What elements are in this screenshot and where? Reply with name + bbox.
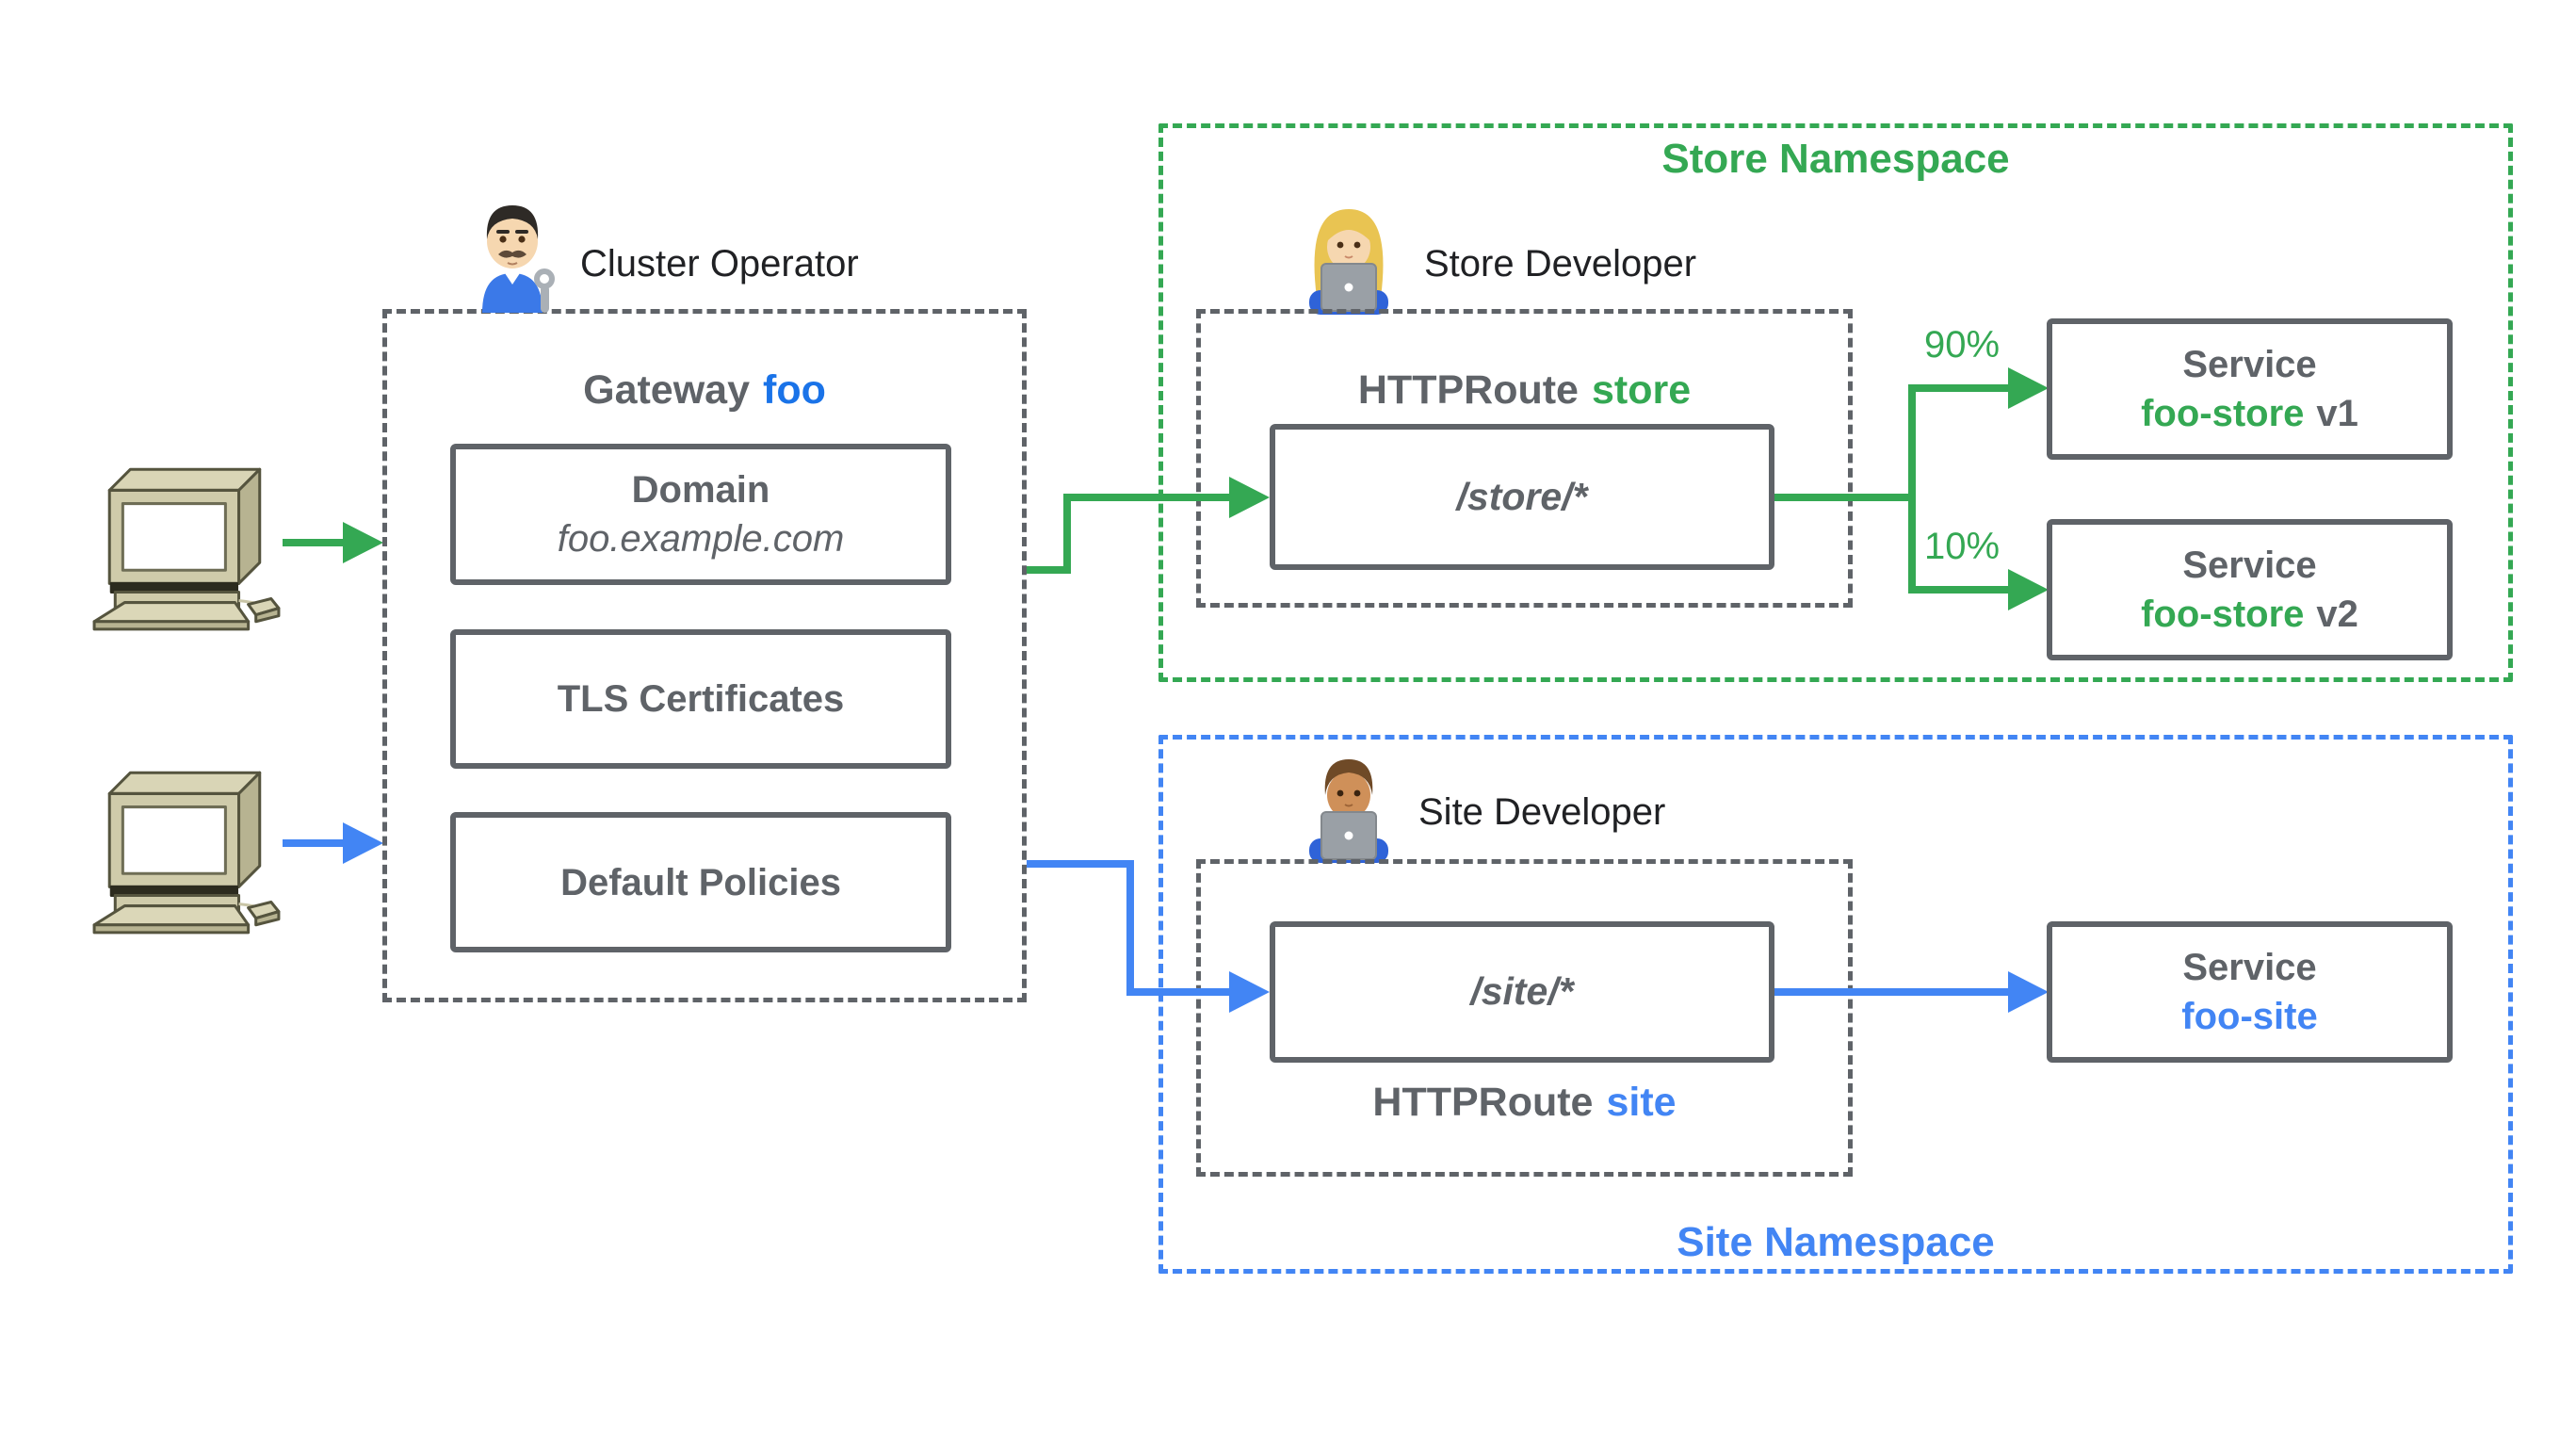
cluster-operator-label: Cluster Operator (580, 243, 859, 285)
service-foo-store-v1-box: Service foo-store v1 (2047, 318, 2453, 460)
gateway-dashed-box (382, 309, 1027, 1002)
service-version: v1 (2316, 393, 2358, 434)
arrow-head-blue (343, 822, 383, 864)
store-split-connector (1774, 494, 1916, 501)
site-namespace-box (1158, 735, 2513, 1274)
service-name: foo-store (2141, 594, 2305, 635)
store-path-box: /store/* (1270, 424, 1774, 570)
service-name-line: foo-store v2 (2141, 590, 2358, 639)
service-version: v2 (2316, 594, 2358, 635)
site-path-box: /site/* (1270, 921, 1774, 1063)
httproute-store-name: store (1591, 367, 1692, 413)
store-split-v2-connector (1908, 586, 2010, 594)
service-name: foo-store (2141, 393, 2305, 434)
weight-90-label: 90% (1923, 324, 2001, 366)
gateway-title-prefix: Gateway (583, 367, 750, 413)
store-developer-label: Store Developer (1424, 243, 1697, 285)
httproute-store-dashed-box (1196, 309, 1853, 608)
site-to-service-connector (1774, 988, 2012, 996)
site-path-label: /site/* (1470, 969, 1574, 1014)
service-name: foo-site (2181, 996, 2318, 1037)
service-foo-store-v2-box: Service foo-store v2 (2047, 519, 2453, 660)
default-policies-box: Default Policies (450, 812, 951, 952)
httproute-site-name: site (1606, 1080, 1677, 1125)
store-namespace-box (1158, 123, 2513, 682)
site-developer-label: Site Developer (1418, 791, 1666, 833)
gateway-to-store-connector (1027, 566, 1071, 574)
default-policies-label: Default Policies (560, 861, 841, 903)
httproute-store-title: HTTPRoute store (1196, 367, 1853, 414)
woman-technologist-icon (1309, 209, 1388, 315)
arrow-head-green (2008, 569, 2049, 610)
weight-10-label: 10% (1923, 526, 2001, 567)
gateway-to-site-connector (1126, 988, 1234, 996)
gateway-to-store-connector (1063, 494, 1071, 574)
tls-certificates-label: TLS Certificates (557, 678, 845, 720)
arrow-head-blue (2008, 971, 2049, 1013)
service-title: Service (2182, 947, 2317, 988)
gateway-to-store-connector (1063, 494, 1233, 501)
httproute-site-dashed-box (1196, 859, 1853, 1177)
client-to-gateway-connector-blue (283, 839, 347, 847)
man-technologist-icon (1309, 759, 1388, 863)
service-title: Service (2182, 545, 2317, 586)
service-name-line: foo-store v1 (2141, 389, 2358, 438)
store-namespace-title: Store Namespace (1661, 136, 2010, 182)
client-to-gateway-connector-green (283, 539, 347, 546)
domain-box-value: foo.example.com (557, 518, 845, 560)
store-path-label: /store/* (1456, 474, 1588, 518)
httproute-site-title: HTTPRoute site (1196, 1080, 1853, 1126)
service-foo-site-box: Service foo-site (2047, 921, 2453, 1063)
arrow-head-green (1229, 477, 1270, 518)
arrow-head-green (343, 522, 383, 563)
desktop-computer-icon (92, 467, 281, 631)
gateway-to-site-connector (1027, 860, 1134, 868)
man-mechanic-icon (482, 205, 555, 313)
store-split-connector (1908, 384, 1916, 594)
httproute-site-prefix: HTTPRoute (1372, 1080, 1594, 1125)
arrow-head-blue (1229, 971, 1270, 1013)
gateway-title-name: foo (763, 367, 826, 413)
desktop-computer-icon (92, 771, 281, 935)
tls-certificates-box: TLS Certificates (450, 629, 951, 769)
httproute-store-prefix: HTTPRoute (1357, 367, 1579, 413)
gateway-to-site-connector (1126, 860, 1134, 996)
arrow-head-green (2008, 367, 2049, 409)
gateway-title: Gateway foo (382, 367, 1027, 414)
service-title: Service (2182, 344, 2317, 385)
store-split-v1-connector (1908, 384, 2010, 392)
domain-box-title: Domain (631, 469, 770, 511)
site-namespace-title: Site Namespace (1677, 1219, 1995, 1265)
domain-box: Domain foo.example.com (450, 444, 951, 585)
